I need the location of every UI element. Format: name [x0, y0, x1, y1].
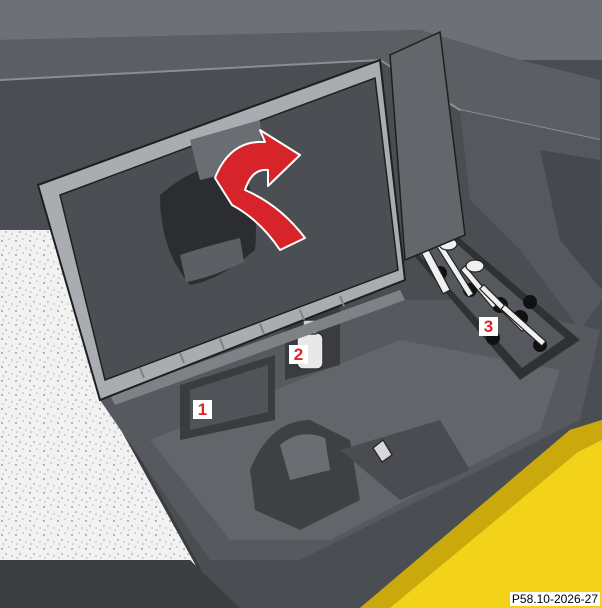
callout-2: 2 [289, 345, 308, 364]
callout-3: 3 [479, 317, 498, 336]
figure-reference-code: P58.10-2026-27 [510, 592, 600, 606]
callout-1: 1 [193, 400, 212, 419]
